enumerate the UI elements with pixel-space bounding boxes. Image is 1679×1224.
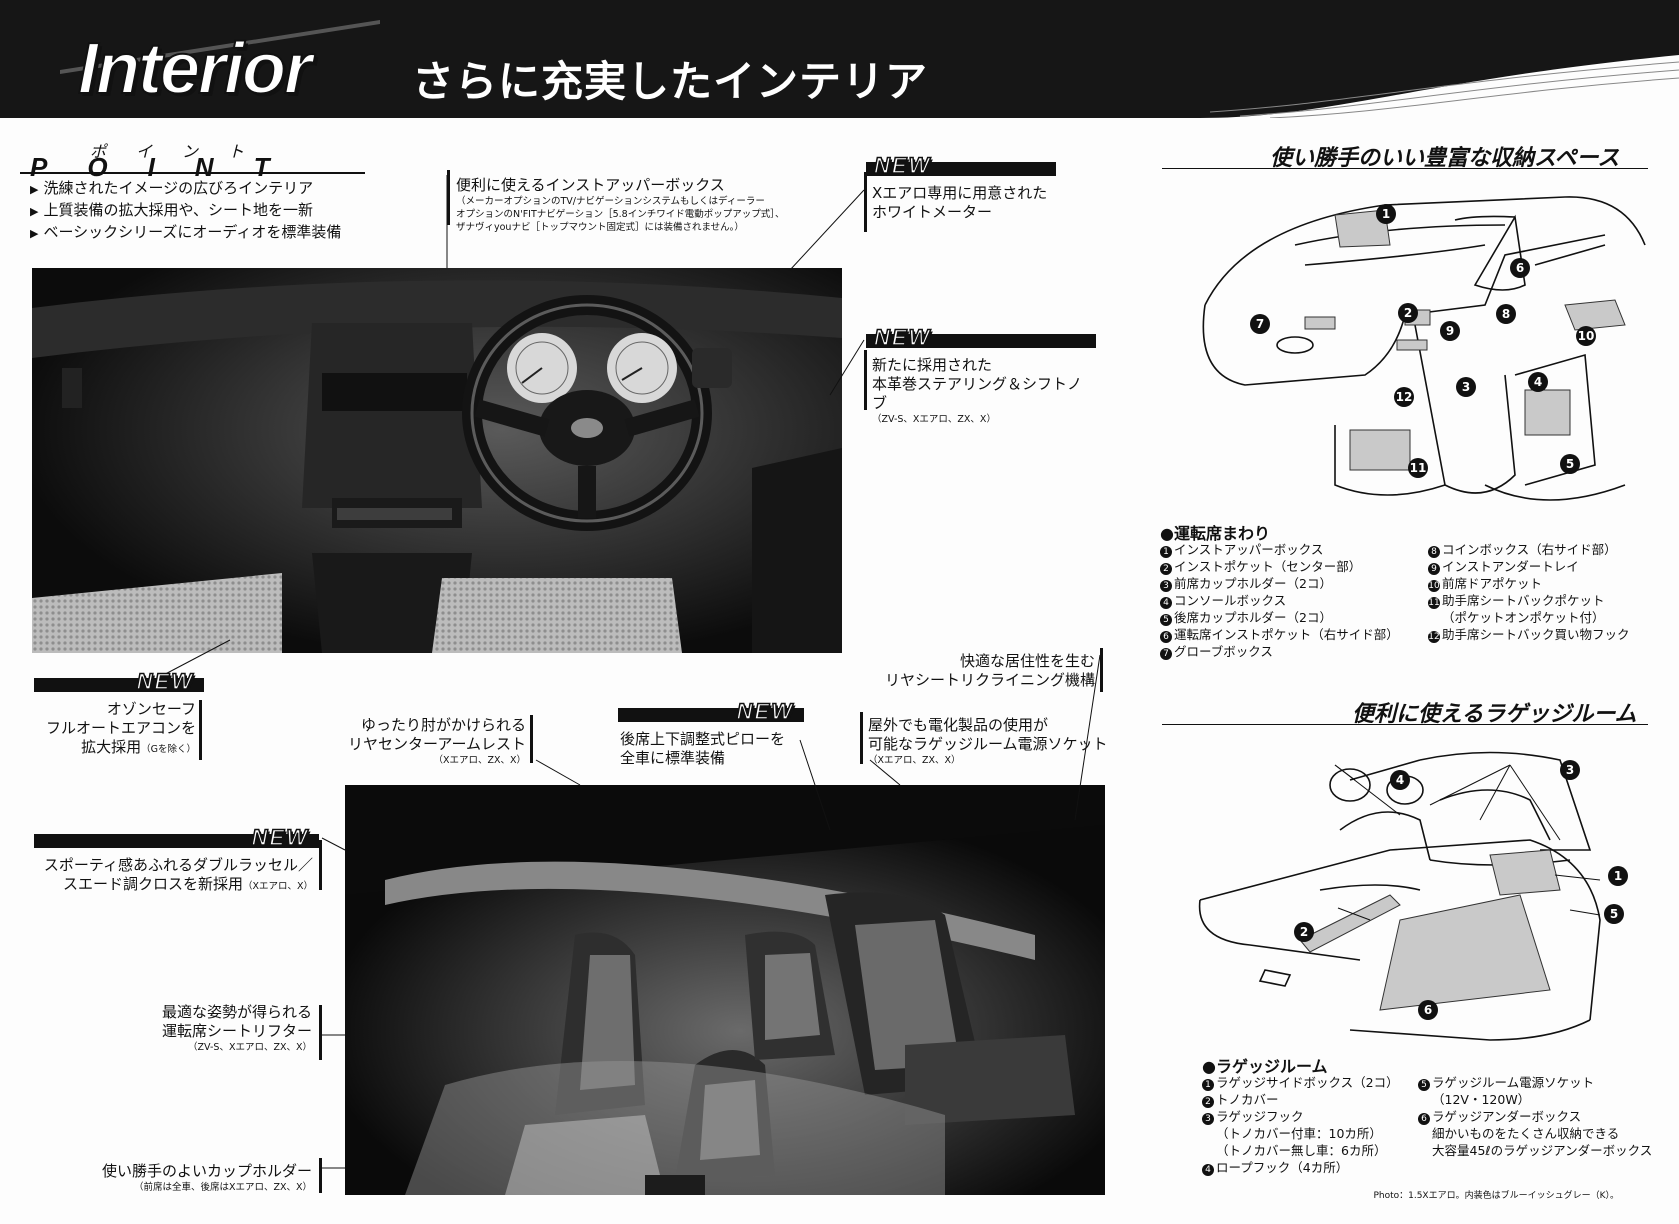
cabin-seats-photo (345, 785, 1105, 1195)
storage-section-title: 使い勝手のいい豊富な収納スペース (1270, 146, 1620, 171)
dashboard-storage-diagram (1202, 196, 1646, 501)
header-subtitle: さらに充実したインテリア (412, 57, 929, 106)
callout-white-meter: NEW Xエアロ専用に用意された ホワイトメーター (866, 154, 1056, 222)
header-banner (0, 0, 1679, 118)
new-badge: NEW (136, 669, 194, 694)
callout-number: 3 (1456, 377, 1476, 397)
callout-number: 7 (1250, 314, 1270, 334)
new-bar (34, 678, 204, 692)
storage-list-title: ●運転席まわり (1160, 524, 1270, 543)
callout-number: 1 (1608, 866, 1628, 886)
new-badge: NEW (251, 825, 309, 850)
new-bar (618, 708, 804, 722)
list-item: （12V・120W） (1432, 1092, 1531, 1107)
photo-credit: Photo：1.5Xエアロ。内装色はブルーイッシュグレー（K）。 (1373, 1191, 1619, 1201)
callout-title: 便利に使えるインストアッパーボックス (456, 176, 725, 194)
callout-note: （メーカーオプションのTV/ナビゲーションシステムもしくはディーラー (456, 196, 765, 207)
list-item: 細かいものをたくさん収納できる (1432, 1126, 1620, 1141)
new-bar (866, 162, 1056, 176)
point-item: 上質装備の拡大採用や、シート地を一新 (30, 200, 341, 222)
callout-number: 10 (1576, 326, 1596, 346)
callout-note: ザナヴィyouナビ［トップマウント固定式］には装備されません。） (456, 222, 744, 233)
callout-number: 11 (1408, 458, 1428, 478)
callout-number: 2 (1294, 922, 1314, 942)
callout-seat-fabric: NEW スポーティ感あふれるダブルラッセル／ スエード調クロスを新採用（Xエアロ… (34, 826, 319, 894)
new-badge: NEW (736, 699, 794, 724)
callout-number: 12 (1394, 387, 1414, 407)
callout-auto-aircon: NEW オゾンセーフ フルオートエアコンを 拡大採用（Gを除く） (34, 670, 204, 757)
point-list: 洗練されたイメージの広びろインテリア 上質装備の拡大採用や、シート地を一新 ベー… (30, 178, 341, 244)
callout-center-armrest: ゆったり肘がかけられる リヤセンターアームレスト （Xエアロ、ZX、X） (347, 716, 526, 766)
callout-number: 4 (1528, 372, 1548, 392)
callout-inst-upper-box: 便利に使えるインストアッパーボックス （メーカーオプションのTV/ナビゲーション… (456, 176, 784, 234)
section-rule (1162, 168, 1648, 169)
callout-power-socket: 屋外でも電化製品の使用が 可能なラゲッジルーム電源ソケット （Xエアロ、ZX、X… (868, 716, 1108, 766)
luggage-list-title: ●ラゲッジルーム (1202, 1057, 1328, 1076)
callout-number: 5 (1560, 454, 1580, 474)
point-heading: POINT (30, 152, 310, 182)
new-bar (866, 334, 1096, 348)
callout-number: 1 (1376, 204, 1396, 224)
point-item: ベーシックシリーズにオーディオを標準装備 (30, 222, 341, 244)
new-badge: NEW (873, 153, 932, 178)
callout-rear-recline: 快適な居住性を生む リヤシートリクライニング機構 (884, 652, 1095, 689)
callout-number: 4 (1390, 770, 1410, 790)
callout-leather-steering: NEW 新たに採用された 本革巻ステアリング＆シフトノブ （ZV-S、Xエアロ、… (866, 326, 1096, 426)
callout-seat-lifter: 最適な姿勢が得られる 運転席シートリフター （ZV-S、Xエアロ、ZX、X） (161, 1003, 312, 1053)
point-ruby: ポイント (90, 142, 275, 161)
callout-cup-holder: 使い勝手のよいカップホルダー （前席は全車、後席はXエアロ、ZX、X） (101, 1162, 312, 1193)
point-item: 洗練されたイメージの広びろインテリア (30, 178, 341, 200)
callout-number: 2 (1398, 303, 1418, 323)
luggage-room-diagram (1198, 751, 1601, 1041)
list-item: （トノカバー付車：10カ所） (1216, 1126, 1382, 1141)
callout-number: 9 (1440, 321, 1460, 341)
new-bar (34, 834, 319, 848)
list-item: （ポケットオンポケット付） (1442, 610, 1605, 625)
callout-rear-pillow: NEW 後席上下調整式ピローを 全車に標準装備 (618, 700, 804, 768)
new-badge: NEW (873, 325, 932, 350)
header-title: Interior (77, 28, 313, 110)
callout-number: 6 (1510, 258, 1530, 278)
callout-number: 5 (1604, 904, 1624, 924)
callout-number: 6 (1418, 1000, 1438, 1020)
list-item: （トノカバー無し車：6カ所） (1216, 1143, 1387, 1158)
luggage-section-title: 便利に使えるラゲッジルーム (1352, 702, 1637, 727)
section-rule (1162, 724, 1648, 725)
point-rule (20, 172, 365, 174)
dashboard-photo (32, 268, 842, 653)
callout-number: 8 (1496, 304, 1516, 324)
callout-number: 3 (1560, 760, 1580, 780)
list-item: 大容量45ℓのラゲッジアンダーボックス (1432, 1143, 1653, 1158)
callout-note: オプションのN'FITナビゲーション［5.8インチワイド電動ポップアップ式］、 (456, 209, 785, 220)
